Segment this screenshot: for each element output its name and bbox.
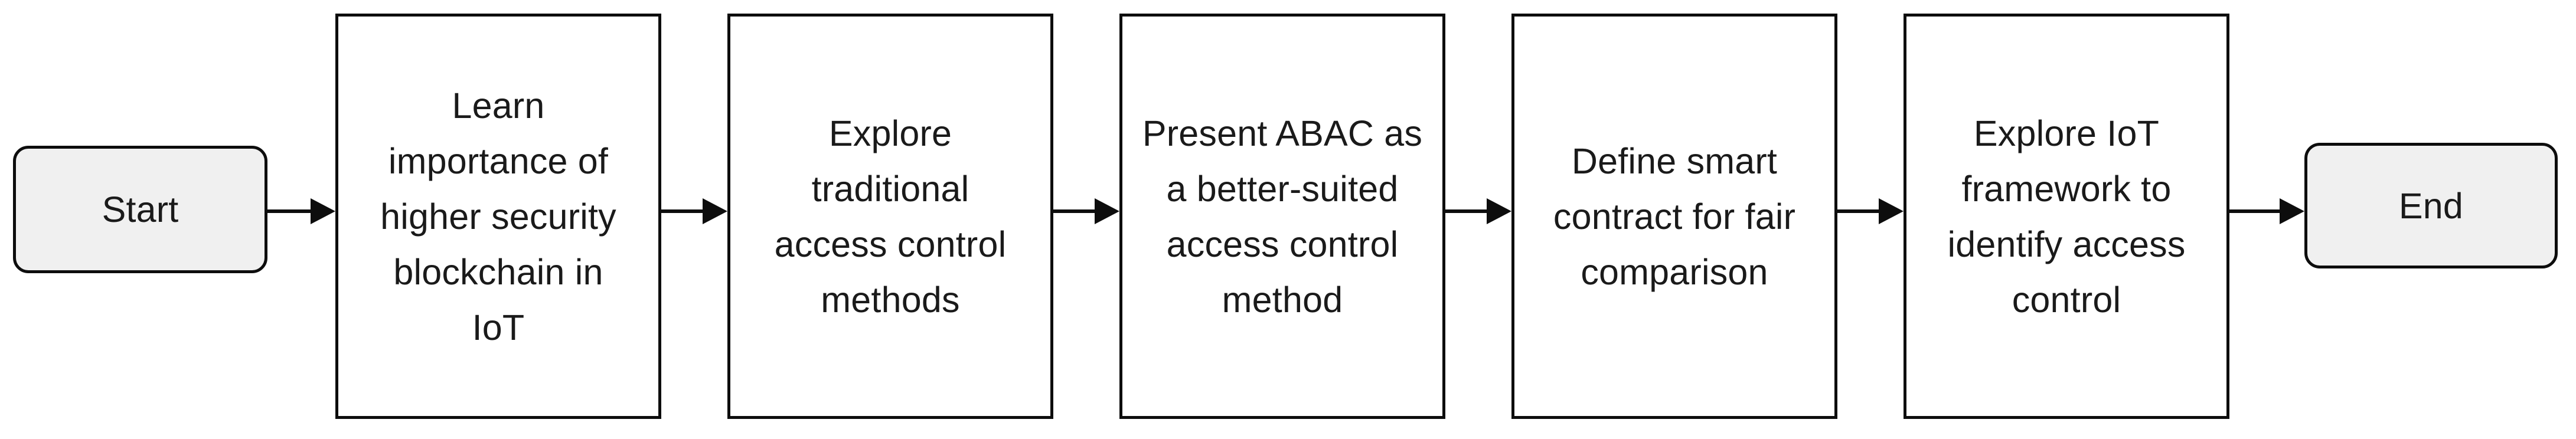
- arrowhead-icon: [2280, 198, 2304, 224]
- connector-line: [1445, 209, 1490, 213]
- node-end-label: End: [2398, 185, 2464, 226]
- node-step-1-label: Learn importance of higher security bloc…: [380, 85, 616, 348]
- node-step-1[interactable]: Learn importance of higher security bloc…: [335, 14, 661, 419]
- connector-line: [2229, 209, 2283, 213]
- node-end[interactable]: End: [2304, 143, 2558, 268]
- node-step-5-label: Explore IoT framework to identify access…: [1947, 113, 2186, 320]
- node-step-3[interactable]: Present ABAC as a better-suited access c…: [1119, 14, 1445, 419]
- connector-line: [661, 209, 706, 213]
- arrowhead-icon: [311, 198, 335, 224]
- arrowhead-icon: [1095, 198, 1119, 224]
- connector-line: [1053, 209, 1098, 213]
- arrowhead-icon: [1487, 198, 1511, 224]
- arrowhead-icon: [703, 198, 727, 224]
- connector-line: [267, 209, 314, 213]
- arrowhead-icon: [1879, 198, 1904, 224]
- node-step-3-label: Present ABAC as a better-suited access c…: [1142, 113, 1423, 320]
- node-step-2-label: Explore traditional access control metho…: [774, 113, 1007, 320]
- node-start[interactable]: Start: [13, 146, 267, 273]
- connector-line: [1837, 209, 1882, 213]
- node-start-label: Start: [102, 189, 179, 230]
- node-step-5[interactable]: Explore IoT framework to identify access…: [1904, 14, 2229, 419]
- node-step-4[interactable]: Define smart contract for fair compariso…: [1511, 14, 1837, 419]
- node-step-4-label: Define smart contract for fair compariso…: [1553, 140, 1796, 292]
- node-step-2[interactable]: Explore traditional access control metho…: [727, 14, 1053, 419]
